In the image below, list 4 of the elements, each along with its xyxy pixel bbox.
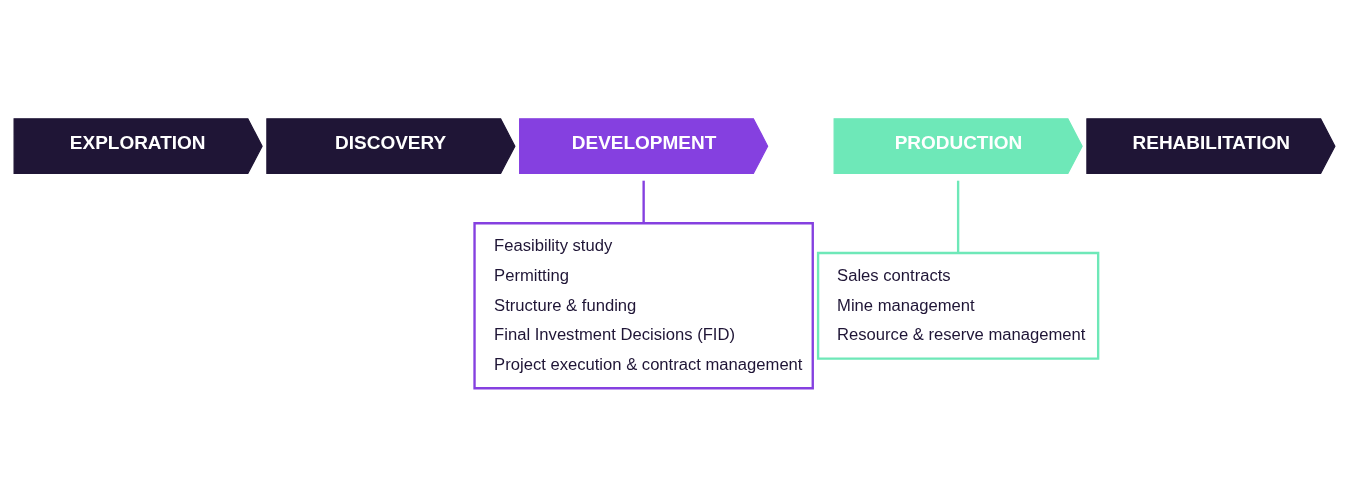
node-box: Feasibility study Permitting Structure & funding Final Investment Decisions (FID) Project execution & contract management [473,222,814,390]
connector [956,180,960,253]
node-box: Sales contracts Mine management Resource & reserve management [816,251,1100,360]
connector [642,180,645,224]
